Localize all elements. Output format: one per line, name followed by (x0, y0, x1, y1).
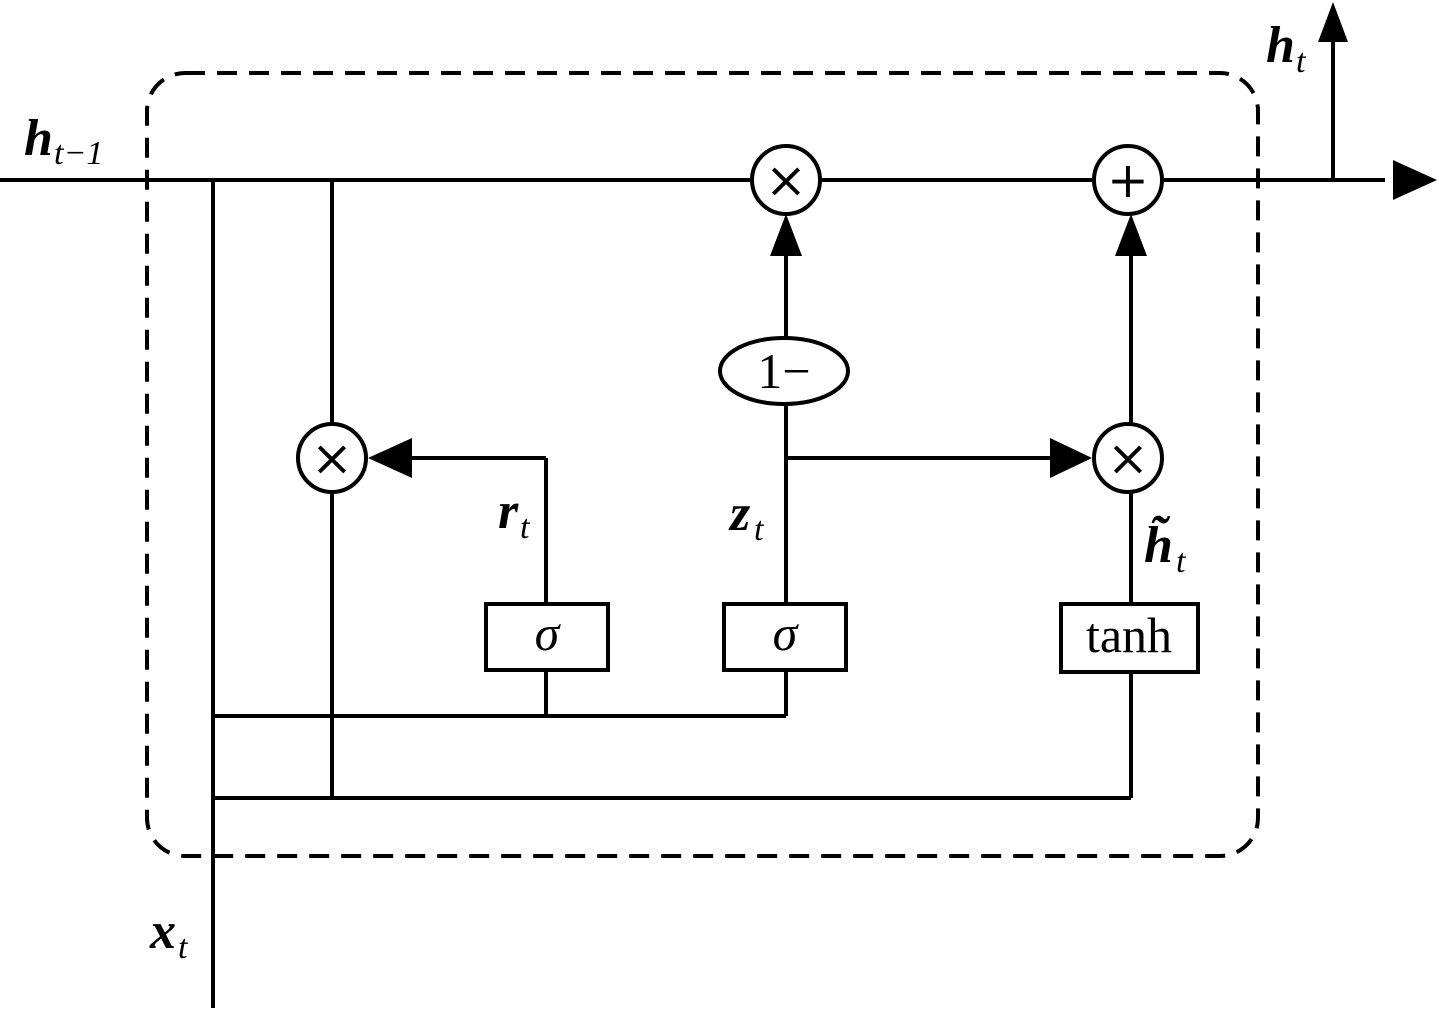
svg-text:t: t (1176, 543, 1187, 580)
output-up-arrowhead (1318, 2, 1348, 42)
reset-sigma-box: σ (484, 602, 610, 672)
label-h-out: h t (1266, 17, 1307, 80)
svg-text:1−: 1− (757, 343, 810, 399)
svg-text:h: h (1266, 17, 1295, 74)
add-op: + (1092, 144, 1164, 216)
label-x-in: x t (149, 903, 189, 966)
svg-text:r: r (498, 483, 519, 540)
update-arrowhead (1050, 438, 1092, 478)
svg-text:×: × (311, 429, 353, 487)
svg-text:h: h (24, 110, 53, 167)
svg-text:t: t (1296, 43, 1307, 80)
svg-text:×: × (765, 151, 807, 209)
svg-text:z: z (728, 485, 751, 542)
label-r-gate: r t (498, 483, 531, 546)
svg-text:t−1: t−1 (54, 135, 103, 172)
multiply-op-candidate: × (1092, 422, 1164, 494)
svg-text:t: t (520, 509, 531, 546)
one-minus-op: 1− (718, 336, 850, 406)
tanh-box: tanh (1059, 602, 1200, 674)
svg-text:t: t (754, 511, 765, 548)
svg-text:×: × (1107, 429, 1149, 487)
svg-text:h̃: h̃ (1144, 515, 1173, 574)
label-z-gate: z t (728, 485, 765, 548)
svg-text:x: x (149, 903, 176, 960)
multiply-op-top: × (750, 144, 822, 216)
output-arrowhead (1393, 160, 1437, 200)
label-h-prev: h t−1 (24, 110, 103, 172)
svg-text:σ: σ (535, 605, 562, 661)
multiply-op-reset: × (296, 422, 368, 494)
svg-text:tanh: tanh (1086, 607, 1172, 663)
add-arrowhead (1115, 214, 1147, 256)
one-minus-arrowhead (770, 214, 802, 256)
svg-text:+: + (1107, 151, 1149, 209)
update-sigma-box: σ (722, 602, 848, 672)
reset-arrowhead (368, 438, 412, 478)
svg-text:σ: σ (773, 605, 800, 661)
cell-boundary (145, 71, 1260, 858)
label-h-candidate: h̃ t (1144, 515, 1187, 580)
svg-text:t: t (178, 929, 189, 966)
